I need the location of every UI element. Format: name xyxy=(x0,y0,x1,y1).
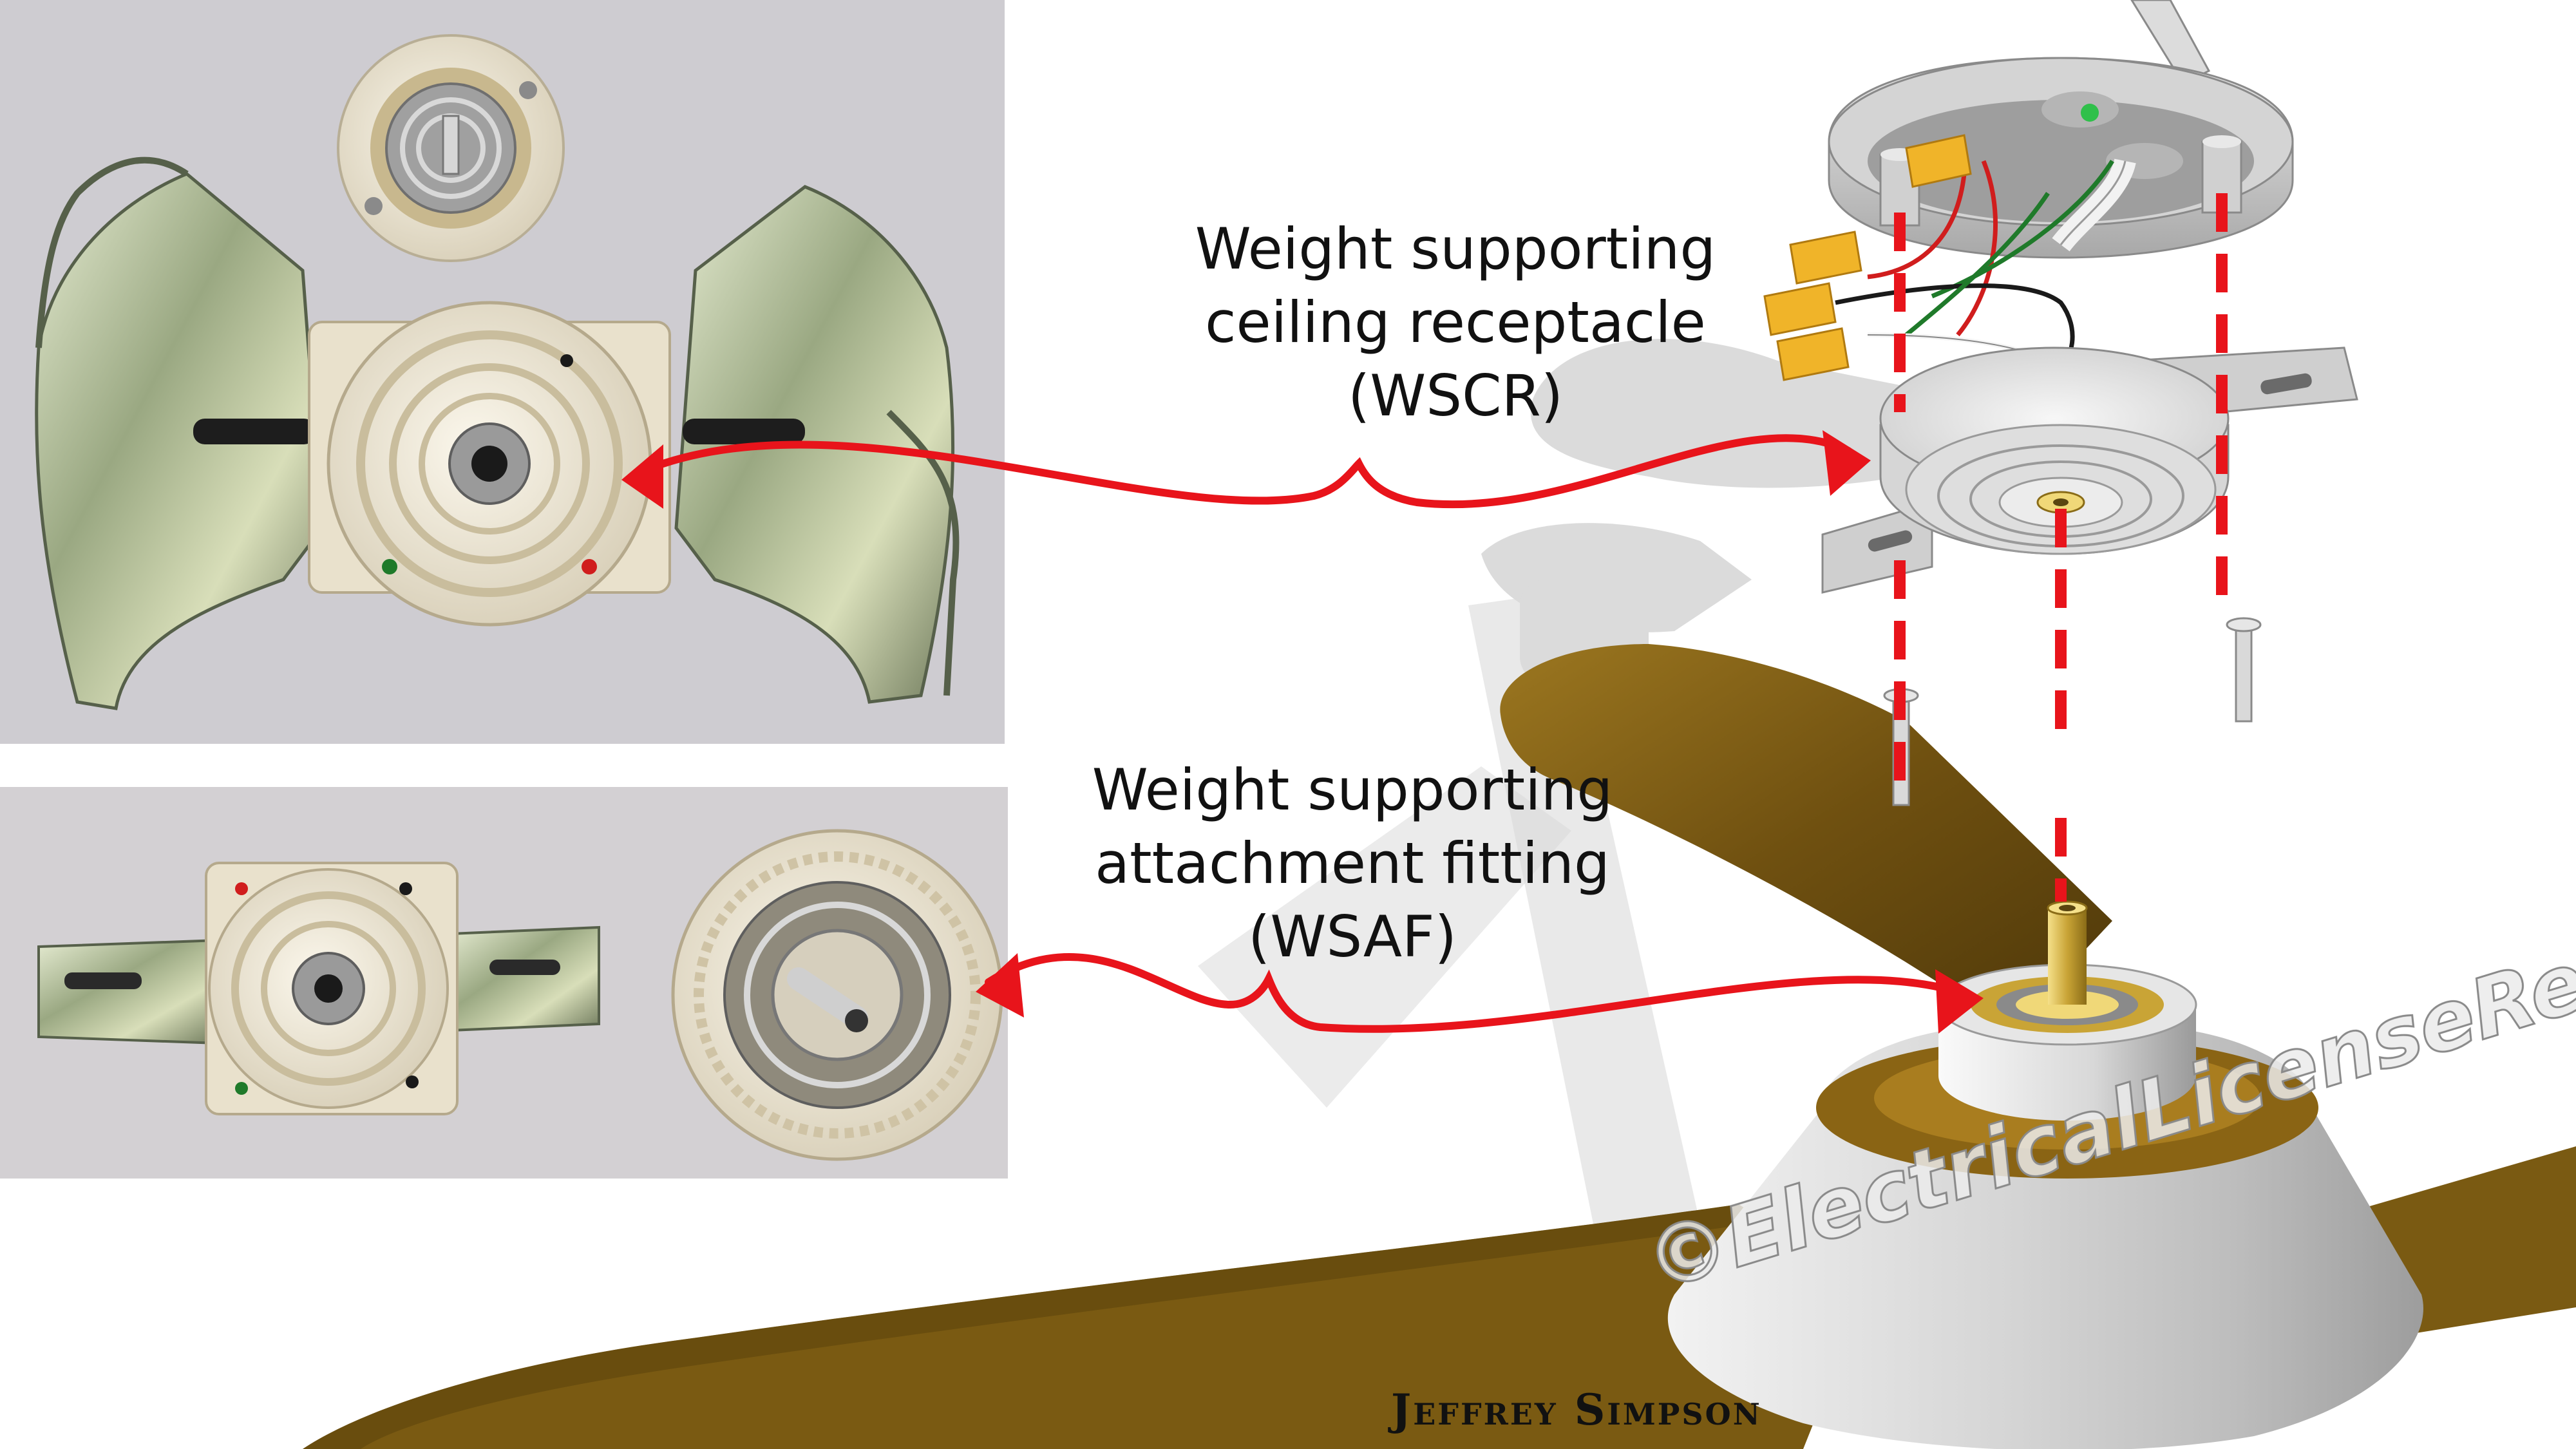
brass-stem xyxy=(2048,908,2087,1005)
wscr-label-line2: ceiling receptacle xyxy=(1205,289,1706,355)
fan-blade-lower xyxy=(303,1204,1868,1449)
wscr-photo xyxy=(0,0,1005,744)
wsaf-label-line3: (WSAF) xyxy=(1248,904,1457,970)
wscr-arrowheads xyxy=(621,430,1871,509)
wsaf-label-line1: Weight supporting xyxy=(1092,757,1613,823)
wscr-arrow xyxy=(634,434,1852,509)
wsaf-photo xyxy=(0,787,1008,1179)
wscr-label-line1: Weight supporting xyxy=(1195,216,1716,282)
wsaf-arrow xyxy=(985,952,1962,1033)
fan-blade-upper xyxy=(1500,644,2112,1030)
junction-box xyxy=(1828,0,2294,259)
author-signature: Jeffrey Simpson xyxy=(1391,1385,1762,1435)
wsaf-arrowheads xyxy=(976,953,1984,1034)
wsaf-label: Weight supporting attachment fitting (WS… xyxy=(953,753,1752,974)
wsaf-label-line2: attachment fitting xyxy=(1095,830,1610,896)
wscr-label-line3: (WSCR) xyxy=(1347,363,1564,429)
wscr-label: Weight supporting ceiling receptacle (WS… xyxy=(1056,213,1855,433)
ceiling-receptacle xyxy=(1821,346,2358,594)
alignment-lines xyxy=(1894,193,2228,902)
wire-nuts xyxy=(1763,134,1972,381)
